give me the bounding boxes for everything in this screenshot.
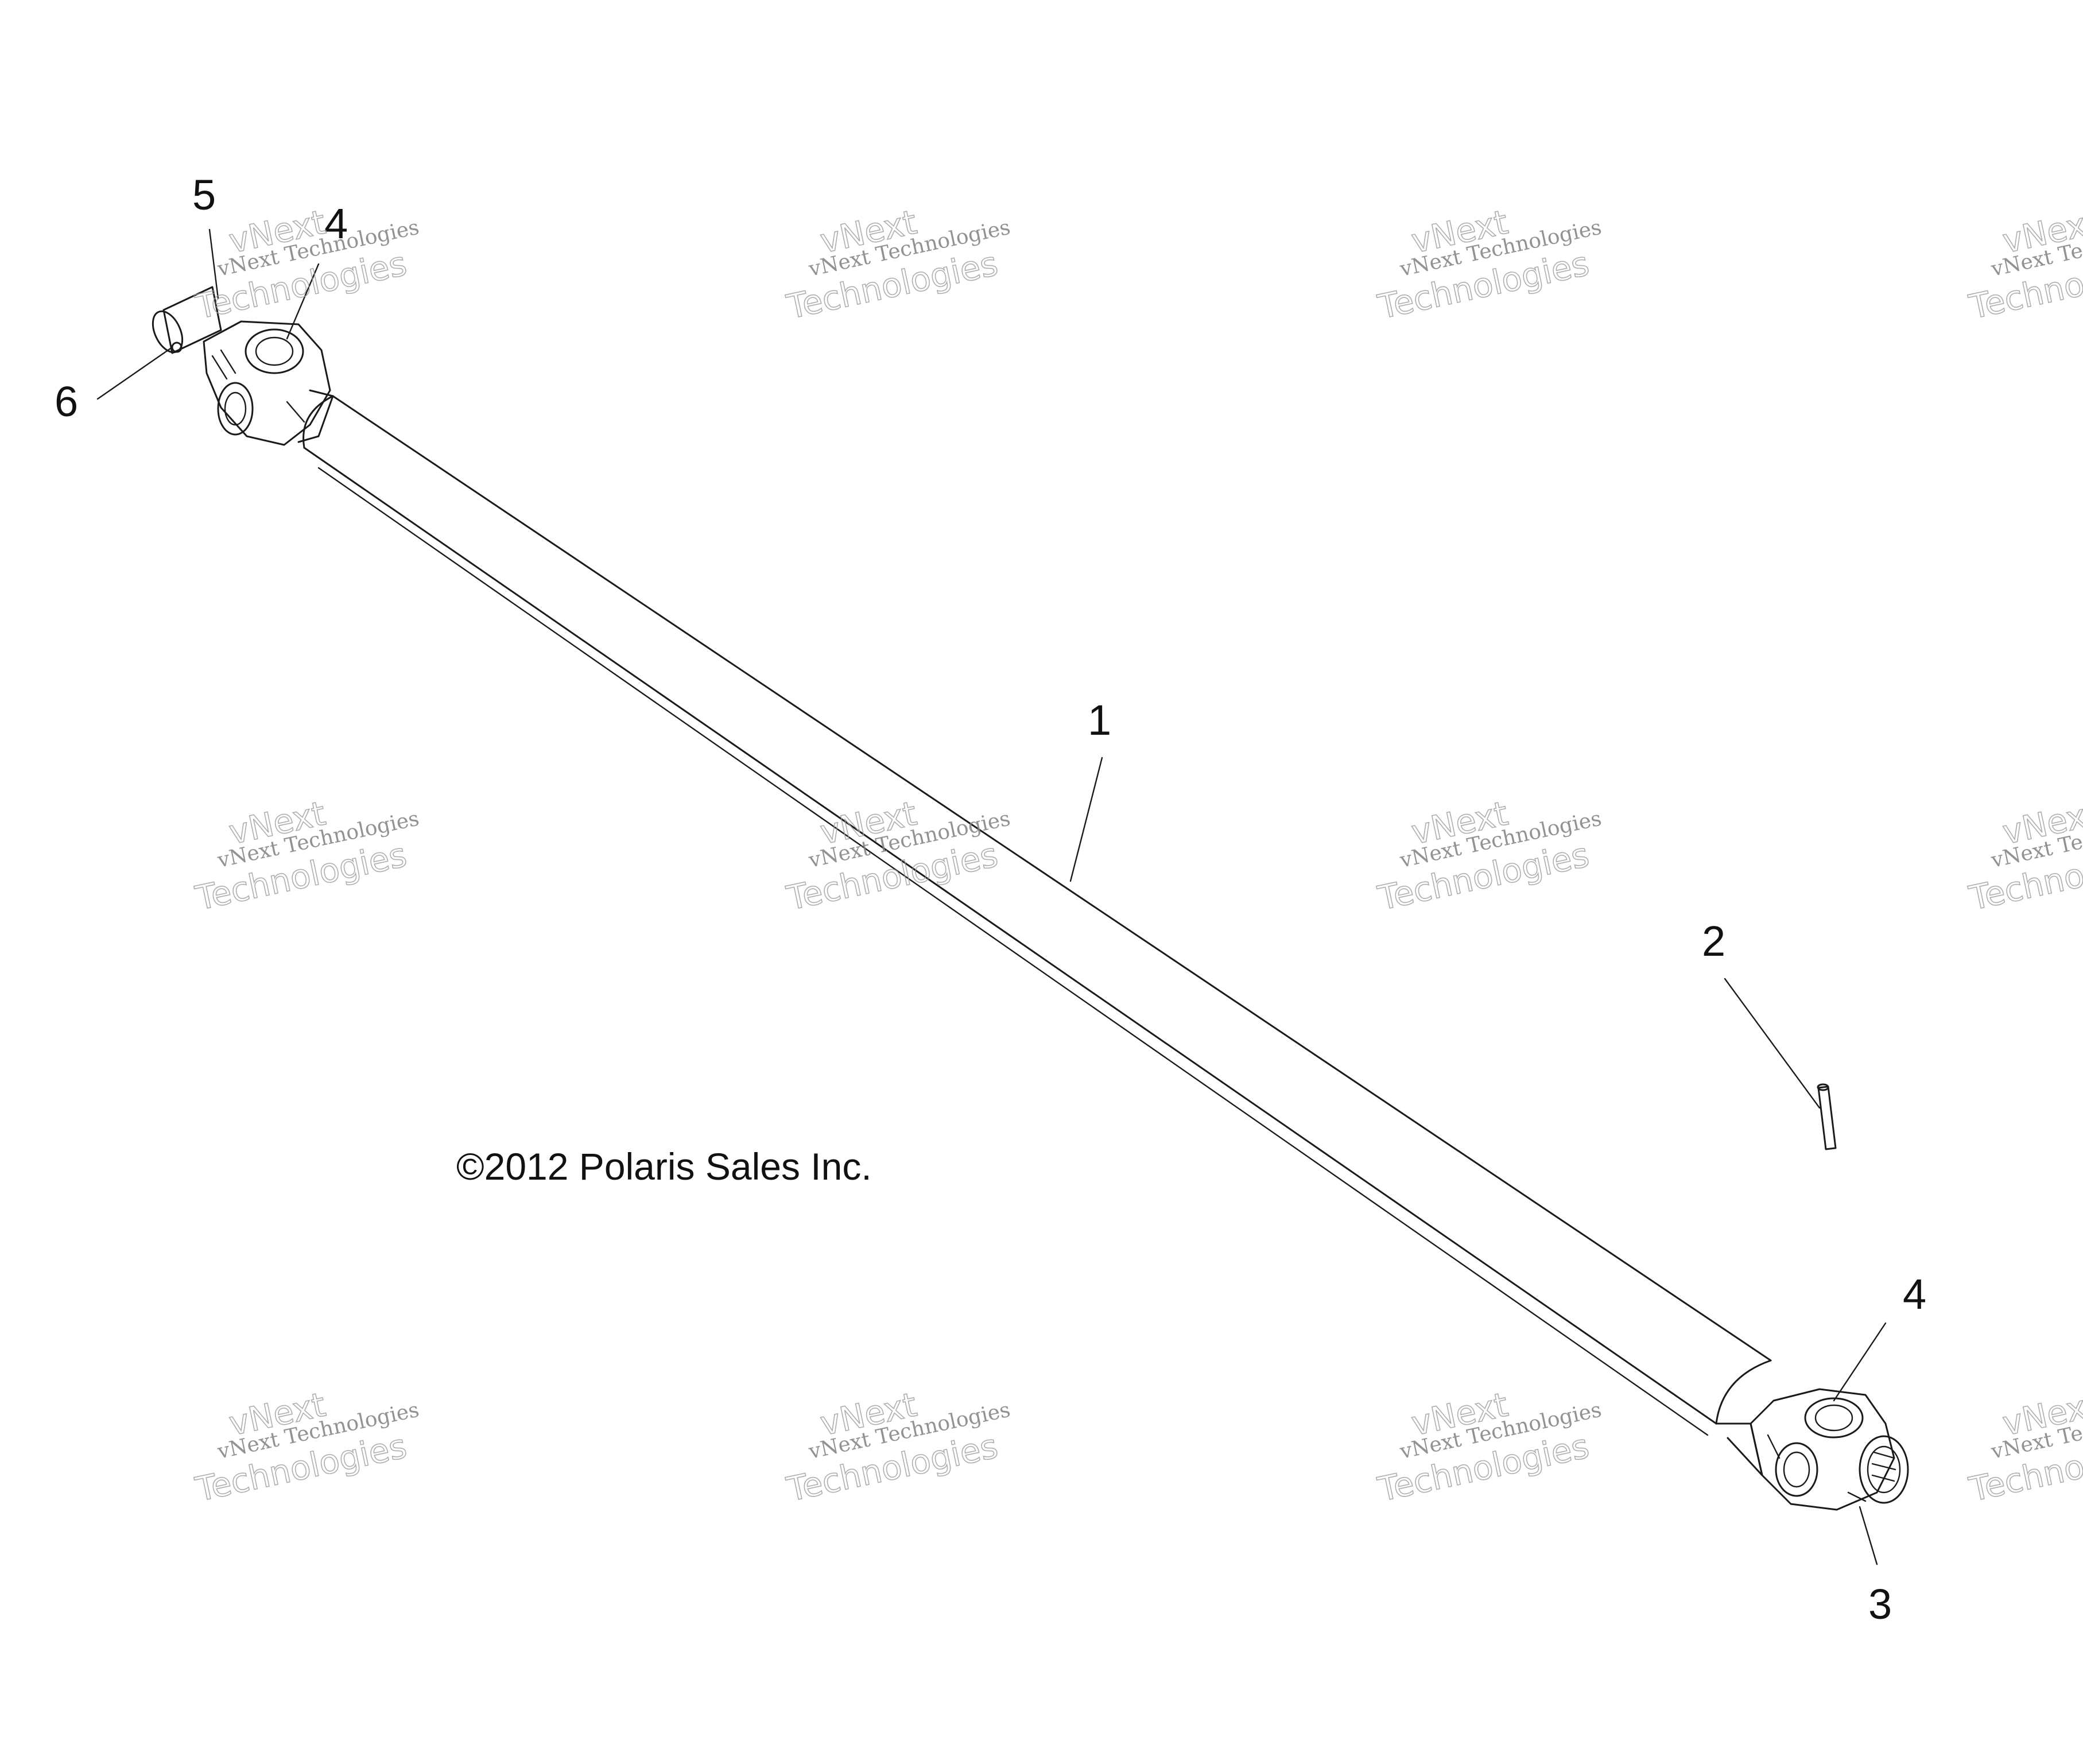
watermark-tile: vNext vNext Technologies Technologies	[1965, 793, 2083, 918]
leader-3	[1859, 1506, 1878, 1565]
leader-lines	[96, 228, 1887, 1565]
watermark-tile: vNext vNext Technologies Technologies	[783, 202, 1013, 327]
callout-1: 1	[1088, 696, 1111, 744]
callout-6: 6	[55, 378, 78, 425]
roll-pin-part	[1817, 1083, 1837, 1150]
watermark-tile: vNext vNext Technologies Technologies	[192, 202, 421, 327]
leader-6	[96, 346, 173, 400]
watermark-tile: vNext vNext Technologies Technologies	[1374, 1385, 1604, 1510]
leader-1	[1069, 757, 1103, 882]
watermark-tile: vNext vNext Technologies Technologies	[783, 1385, 1013, 1510]
leader-2	[1724, 978, 1821, 1109]
callout-3: 3	[1868, 1580, 1892, 1628]
callout-5: 5	[192, 171, 216, 219]
watermark-tile: vNext vNext Technologies Technologies	[1965, 202, 2083, 327]
callout-2: 2	[1702, 917, 1725, 965]
watermark-tile: vNext vNext Technologies Technologies	[1374, 793, 1604, 918]
watermark-tile: vNext vNext Technologies Technologies	[192, 1385, 421, 1510]
leader-4b	[1833, 1322, 1887, 1402]
left-yoke-assembly	[152, 286, 334, 446]
copyright-notice: ©2012 Polaris Sales Inc.	[456, 1145, 872, 1188]
callout-4-left: 4	[324, 200, 348, 247]
leader-5	[208, 228, 219, 300]
right-yoke-assembly	[1715, 1388, 1909, 1511]
watermark-tile: vNext vNext Technologies Technologies	[1374, 202, 1604, 327]
watermark-tile: vNext vNext Technologies Technologies	[1965, 1385, 2083, 1510]
watermark-tile: vNext vNext Technologies Technologies	[192, 793, 421, 918]
callout-4-right: 4	[1903, 1270, 1926, 1318]
leader-4a	[286, 263, 320, 340]
shaft-tube	[302, 395, 1772, 1436]
watermark-grid: vNext vNext Technologies Technologies vN…	[192, 202, 2083, 1510]
